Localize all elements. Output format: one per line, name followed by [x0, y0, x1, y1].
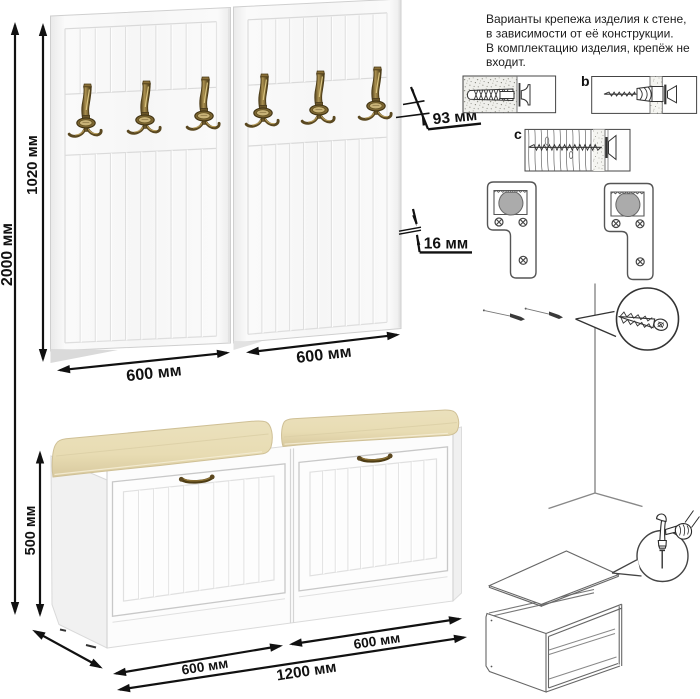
svg-text:c: c: [514, 126, 522, 142]
svg-text:500 мм: 500 мм: [23, 506, 39, 556]
svg-text:2000 мм: 2000 мм: [0, 223, 16, 286]
svg-text:600 мм: 600 мм: [181, 656, 230, 678]
svg-text:1020 мм: 1020 мм: [24, 135, 41, 195]
svg-text:16 мм: 16 мм: [424, 236, 468, 253]
svg-text:b: b: [581, 73, 590, 89]
svg-text:В комплектацию изделия, крепёж: В комплектацию изделия, крепёж не: [486, 41, 690, 55]
svg-text:600 мм: 600 мм: [125, 361, 182, 385]
svg-text:Варианты крепежа изделия к сте: Варианты крепежа изделия к стене,: [486, 12, 687, 26]
svg-text:входит.: входит.: [486, 55, 526, 69]
svg-text:600 мм: 600 мм: [353, 630, 402, 652]
svg-text:в зависимости от её конструкци: в зависимости от её конструкции.: [486, 27, 674, 41]
